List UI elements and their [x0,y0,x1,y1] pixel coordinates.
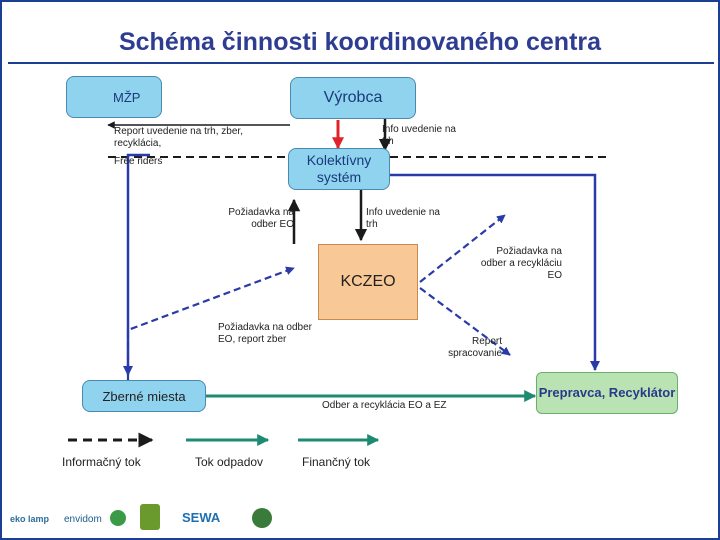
blue-solid-left [123,153,150,376]
label-info2: Info uvedenie na trh [366,207,440,230]
title-divider [8,62,714,64]
label-poziadavka-odber: Požiadavka na odber EO [228,207,294,230]
label-free-riders: Free riders [114,156,163,167]
label-poziadavka-report: Požiadavka na odber EO, report zber [218,322,312,345]
page-title: Schéma činnosti koordinovaného centra [118,28,602,56]
node-kczeo-label: KCZEO [340,273,396,290]
node-mzp: MŽP [66,76,162,118]
node-kolektivny-label: Kolektívny systém [306,152,372,185]
logo-square-icon [140,504,160,530]
blue-dashed-right-up [419,214,506,283]
node-vyrobca: Výrobca [290,77,416,119]
node-vyrobca-label: Výrobca [323,89,383,106]
node-kolektivny: Kolektívny systém [288,148,390,190]
logo-envidom: envidom [64,514,102,525]
label-report: Report uvedenie na trh, zber, recyklácia… [114,126,243,149]
logo-ekolamp: eko lamp [10,514,50,524]
logo-sewa: SEWA [182,510,221,525]
label-odber: Odber a recyklácia EO a EZ [322,400,447,411]
node-prepravca: Prepravca, Recyklátor [536,372,678,414]
node-prepravca-label: Prepravca, Recyklátor [538,385,676,400]
node-kczeo: KCZEO [318,244,418,320]
legend-info-label: Informačný tok [62,455,141,469]
node-mzp-label: MŽP [113,90,141,105]
recycle-icon [110,510,126,526]
label-poziadavka-recyklacia: Požiadavka na odber a recykláciu EO [480,246,562,281]
seal-icon [252,508,272,528]
legend-financny-label: Finančný tok [302,455,371,469]
blue-solid-right [390,173,600,371]
blue-dashed-right-down [419,287,511,356]
node-zberne-label: Zberné miesta [102,388,186,404]
label-info1: Info uvedenie na trh [382,124,456,147]
legend-odpad-label: Tok odpadov [195,455,264,469]
label-report-spracovanie: Report spracovanie [448,336,502,359]
node-zberne: Zberné miesta [82,380,206,412]
logo-strip: eko lamp envidom SEWA [2,500,718,538]
